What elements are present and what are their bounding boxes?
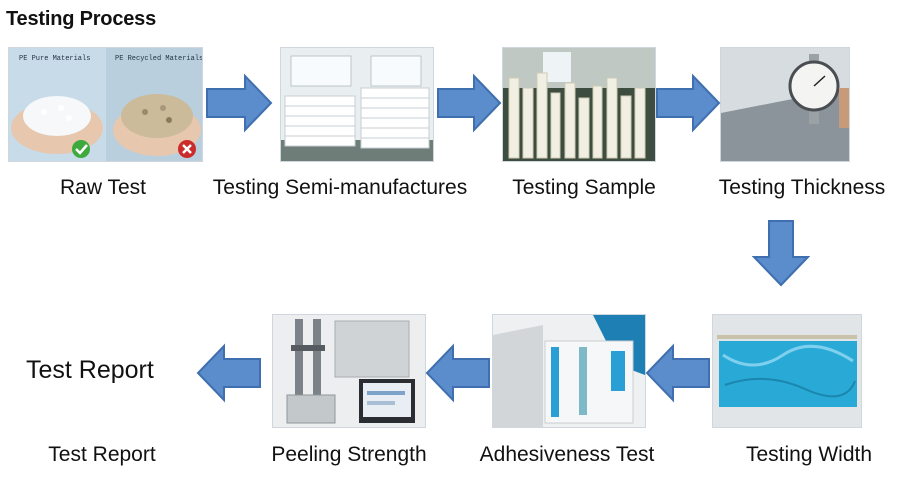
page-title: Testing Process bbox=[6, 8, 157, 30]
arrow-down-icon bbox=[752, 220, 810, 287]
recycled-material-caption: PE Recycled Materials bbox=[115, 55, 202, 63]
step-label-testing-thickness: Testing Thickness bbox=[718, 176, 886, 199]
step-label-peeling-strength: Peeling Strength bbox=[271, 443, 427, 466]
arrow-left-icon bbox=[425, 343, 490, 403]
arrow-right-icon bbox=[656, 73, 721, 133]
semi-manufactures-photo bbox=[280, 47, 434, 162]
step-label-adhesiveness-test: Adhesiveness Test bbox=[479, 443, 655, 466]
step-label-testing-width: Testing Width bbox=[745, 443, 873, 466]
arrow-right-icon bbox=[206, 73, 273, 133]
adhesiveness-test-photo bbox=[492, 314, 646, 428]
step-label-testing-sample: Testing Sample bbox=[512, 176, 656, 199]
arrow-left-icon bbox=[196, 343, 261, 403]
step-label-semi-manufactures: Testing Semi-manufactures bbox=[212, 176, 468, 199]
raw-materials-photo: PE Pure Materials PE Recycled Materials bbox=[8, 47, 203, 162]
test-report-heading: Test Report bbox=[26, 356, 154, 384]
width-test-photo bbox=[712, 314, 862, 428]
step-label-test-report: Test Report bbox=[48, 443, 156, 466]
arrow-right-icon bbox=[437, 73, 502, 133]
step-label-raw-test: Raw Test bbox=[60, 176, 146, 199]
thickness-gauge-photo bbox=[720, 47, 850, 162]
sample-rolls-photo bbox=[502, 47, 656, 162]
arrow-left-icon bbox=[645, 343, 710, 403]
pure-material-caption: PE Pure Materials bbox=[19, 55, 90, 63]
peeling-tester-photo bbox=[272, 314, 426, 428]
